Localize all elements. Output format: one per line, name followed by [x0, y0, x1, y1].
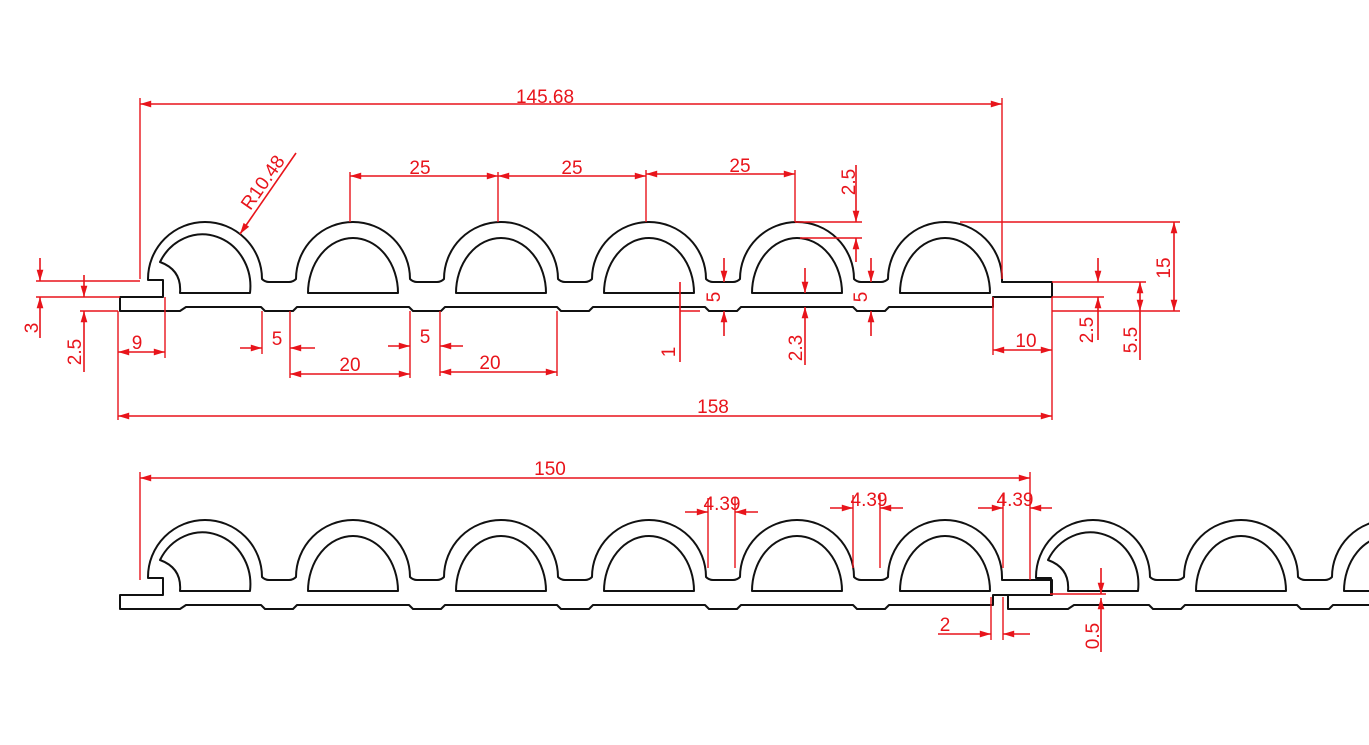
- dim-label: 4.39: [851, 490, 888, 511]
- dim-grooves: 5 5 20 20: [240, 311, 558, 378]
- dim-label: R10.48: [237, 152, 289, 214]
- dim-right-lip: 2.5 5.5: [1052, 258, 1146, 360]
- dim-label: 2: [940, 615, 951, 636]
- dim-label: 2.5: [1077, 317, 1098, 343]
- profile-assembly-panel-2: [1007, 519, 1369, 610]
- dim-right-tongue: 10: [992, 297, 1052, 355]
- dim-valley-gap-1: 5: [704, 258, 728, 336]
- dim-overall-top-width: 145.68: [139, 87, 1003, 279]
- dim-gaps: 4.39 4.39 4.39: [685, 490, 1052, 568]
- dim-left-lip: 2.5: [65, 275, 118, 372]
- dim-label: 10: [1015, 331, 1036, 352]
- dim-label: 5: [420, 327, 431, 348]
- dim-valley-gap-2: 5: [851, 258, 875, 336]
- dim-label: 5: [851, 292, 872, 303]
- dim-label: 25: [409, 158, 430, 179]
- dim-label: 150: [534, 459, 566, 480]
- profile-top-panel: [119, 221, 1053, 312]
- dim-label: 5.5: [1121, 327, 1142, 353]
- dim-label: 25: [729, 156, 750, 177]
- dim-cover-width: 150: [139, 459, 1031, 580]
- dim-radius: R10.48: [237, 152, 297, 235]
- dim-label: 2.5: [65, 339, 86, 365]
- dim-label: 145.68: [516, 87, 574, 108]
- dim-label: 0.5: [1083, 623, 1104, 649]
- dim-label: 15: [1154, 257, 1175, 278]
- dim-label: 2.3: [786, 335, 807, 361]
- dim-label: 4.39: [704, 494, 741, 515]
- dim-base-thickness: 2.3: [786, 268, 809, 365]
- dim-base-recess: 1: [659, 282, 700, 362]
- dim-joint-clearance: 0.5: [1050, 568, 1106, 652]
- dim-label: 3: [22, 323, 43, 334]
- profile-assembly-panel-1: [119, 519, 1053, 610]
- dim-label: 2.5: [839, 169, 860, 195]
- dim-overall-width: 158: [117, 297, 1053, 420]
- dim-top-offset: 2.5: [795, 165, 862, 262]
- dim-left-tongue: 9: [118, 297, 166, 358]
- profiles: [119, 221, 1369, 610]
- dim-label: 158: [697, 397, 729, 418]
- dim-label: 1: [659, 347, 680, 358]
- dim-label: 5: [704, 292, 725, 303]
- dim-label: 9: [132, 333, 143, 354]
- dim-label: 20: [479, 353, 500, 374]
- dim-left-step: 3: [22, 258, 140, 338]
- dim-joint-gap: 2: [938, 597, 1030, 640]
- dim-label: 25: [561, 158, 582, 179]
- dim-label: 20: [339, 355, 360, 376]
- dim-label: 5: [272, 329, 283, 350]
- dim-height: 15: [960, 221, 1180, 312]
- dim-label: 4.39: [997, 490, 1034, 511]
- dim-pitch: 25 25 25: [349, 156, 796, 222]
